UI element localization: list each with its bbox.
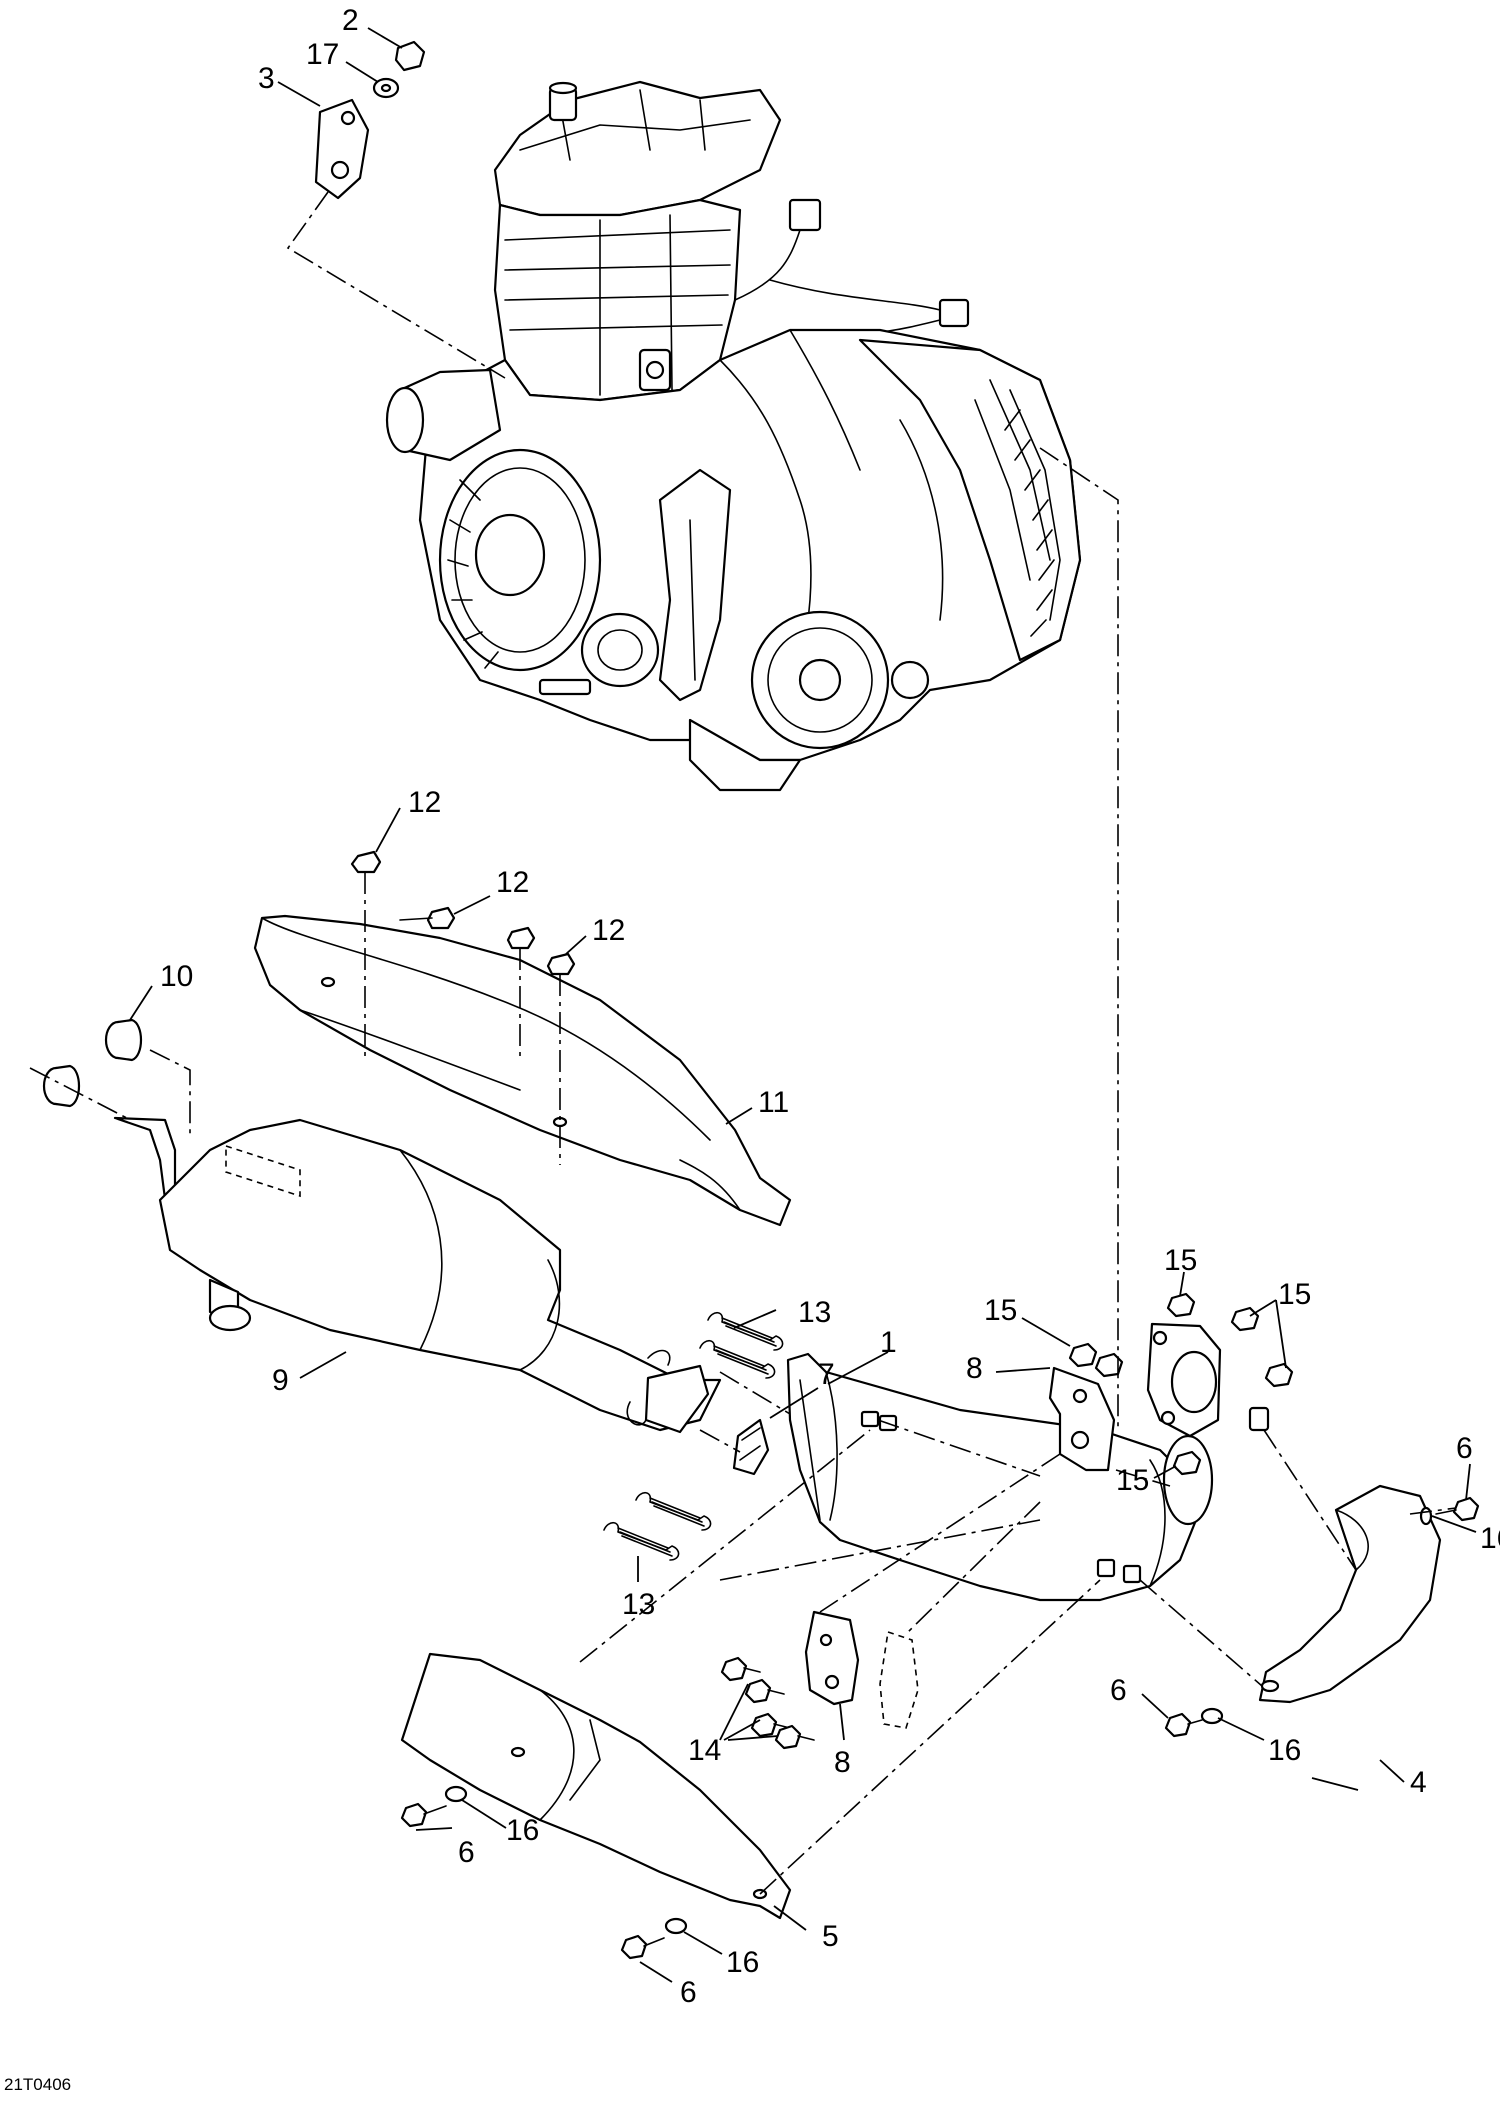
engine-assembly [385,80,1082,792]
callout-16-bottom: 16 [726,1946,759,1979]
callout-14: 14 [688,1734,721,1767]
callout-2: 2 [342,4,359,37]
bracket-8-lower [804,1610,919,1729]
heat-shield-11 [253,914,792,1227]
bolt-6-right [1164,1712,1203,1738]
nut-15-a [1068,1342,1098,1368]
washer-16-far-right [1419,1506,1433,1526]
callout-5: 5 [822,1920,839,1953]
callout-6-left: 6 [458,1836,475,1869]
nut-15-f [1172,1450,1202,1476]
muffler-9 [113,1116,722,1434]
bracket-3 [314,98,370,200]
callout-6-right: 6 [1110,1674,1127,1707]
washer-16-right [1200,1707,1224,1725]
callout-11: 11 [758,1086,789,1119]
grommet-10-b [104,1018,143,1062]
bolts-14 [720,1656,815,1750]
callout-15-c: 15 [1278,1278,1311,1311]
bolt-6-left [400,1802,447,1828]
callout-15-d: 15 [1116,1464,1149,1497]
callout-15-b: 15 [1164,1244,1197,1277]
bolt-6-bottom [620,1934,665,1960]
gasket-7 [732,1418,770,1476]
washer-16-left [444,1785,468,1803]
callout-4: 4 [1410,1766,1427,1799]
figure-code: 21T0406 [4,2075,71,2094]
leader-lines [129,27,1477,1983]
callout-6-bottom: 6 [680,1976,697,2009]
nut-2 [394,40,426,72]
bolt-12-side [399,906,456,930]
nut-15-d [1230,1306,1260,1332]
callout-16-far-right: 16 [1480,1522,1500,1555]
exhaust-flange [1146,1322,1270,1438]
spring-13-lower-a [635,1491,712,1531]
callout-9: 9 [272,1364,289,1397]
bolt-12-mid [506,926,536,950]
callout-1: 1 [880,1326,897,1359]
heat-shield-4 [1258,1484,1442,1704]
callout-labels: 2 17 3 12 12 12 10 11 13 9 7 1 15 15 15 … [160,4,1500,2009]
washer-17 [372,77,400,99]
callout-12-right: 12 [592,914,625,947]
heat-shield-5 [400,1652,792,1920]
callout-7: 7 [818,1358,835,1391]
callout-8-lower: 8 [834,1746,851,1779]
spring-13-upper-a [707,1311,784,1351]
bracket-3-alignment-line [286,191,506,379]
callout-17: 17 [306,38,339,71]
callout-12-top: 12 [408,786,441,819]
callout-12-mid: 12 [496,866,529,899]
callout-16-left: 16 [506,1814,539,1847]
grommet-10-a [42,1064,81,1108]
nut-15-c [1166,1292,1196,1318]
spring-13-lower-b [603,1521,680,1561]
bracket-8-upper [1048,1366,1116,1472]
callout-15-a: 15 [984,1294,1017,1327]
bolt-12-right [546,952,576,976]
callout-13-lower: 13 [622,1588,655,1621]
callout-8-upper: 8 [966,1352,983,1385]
bolt-6-far-right [1435,1496,1480,1522]
callout-13-upper: 13 [798,1296,831,1329]
spring-13-upper-b [699,1339,776,1379]
callout-16-right: 16 [1268,1734,1301,1767]
washer-16-bottom [664,1917,688,1935]
callout-3: 3 [258,62,275,95]
callout-10: 10 [160,960,193,993]
bolt-12-top [350,850,382,874]
callout-6-far-right: 6 [1456,1432,1473,1465]
nut-15-e [1264,1362,1294,1388]
